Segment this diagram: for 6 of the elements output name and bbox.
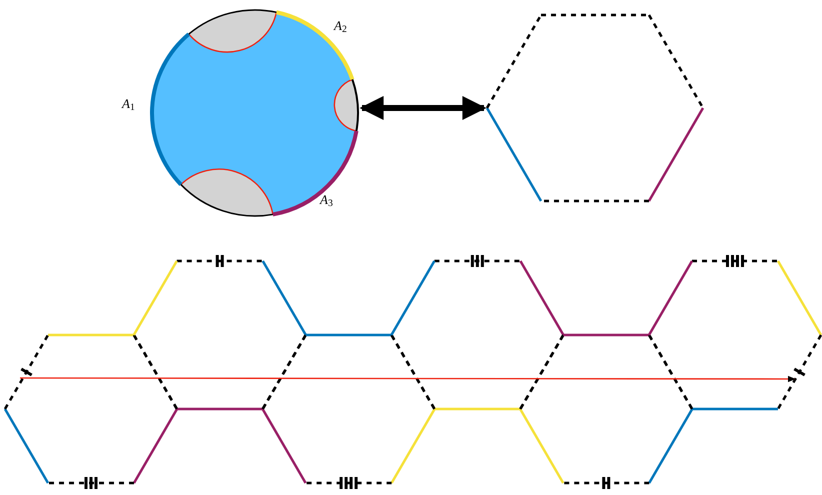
double-arrow	[360, 96, 486, 120]
hexagon	[484, 12, 706, 204]
arc-label: A$_{3}$	[320, 193, 333, 206]
arc-label: A$_{2}$	[334, 19, 347, 32]
disk-drawing	[148, 6, 362, 220]
arc-label: A$_{1}$	[122, 97, 135, 110]
